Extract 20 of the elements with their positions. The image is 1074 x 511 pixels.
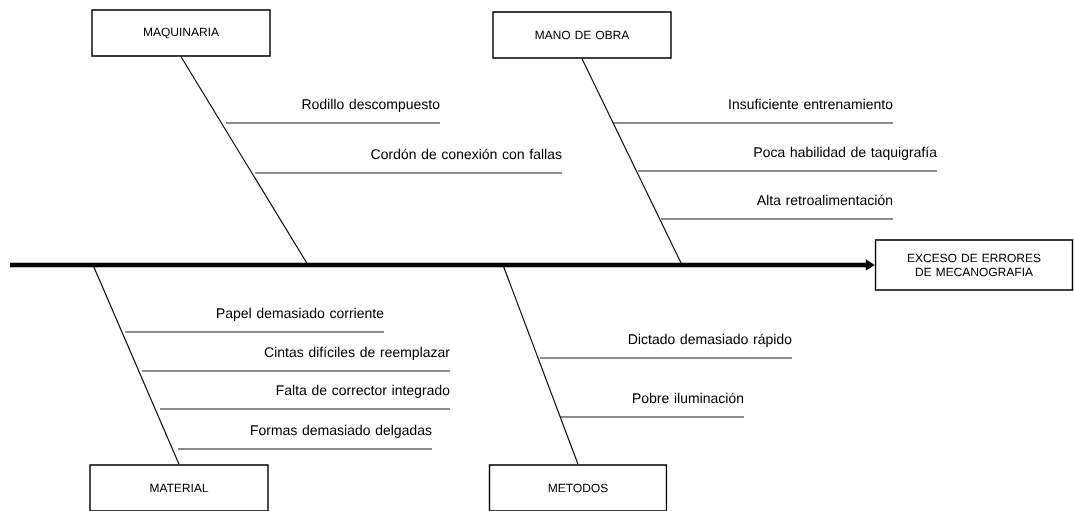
branch-line (180, 56, 309, 266)
cause-label: Cintas difíciles de reemplazar (141, 346, 451, 372)
cause-label: Insuficiente entrenamiento (612, 98, 894, 124)
category-box: MANO DE OBRA (492, 11, 672, 59)
cause-label: Falta de corrector integrado (159, 384, 451, 410)
category-box: METODOS (488, 464, 668, 511)
cause-label: Dictado demasiado rápido (539, 333, 793, 359)
branch-line (92, 264, 180, 465)
cause-label: Poca habilidad de taquigrafía (637, 146, 938, 172)
cause-label: Papel demasiado corriente (124, 307, 385, 333)
branch-line (581, 58, 683, 266)
cause-label: Alta retroalimentación (660, 194, 894, 220)
category-box: MATERIAL (89, 464, 269, 511)
cause-label: Pobre iluminación (559, 392, 745, 418)
cause-label: Rodillo descompuesto (225, 98, 441, 124)
branch-line (502, 264, 579, 465)
category-box: MAQUINARIA (91, 9, 271, 57)
cause-label: Cordón de conexión con fallas (254, 148, 563, 174)
cause-label: Formas demasiado delgadas (177, 424, 433, 450)
category-box: EXCESO DE ERRORES DE MECANOGRAFIA (874, 239, 1074, 291)
